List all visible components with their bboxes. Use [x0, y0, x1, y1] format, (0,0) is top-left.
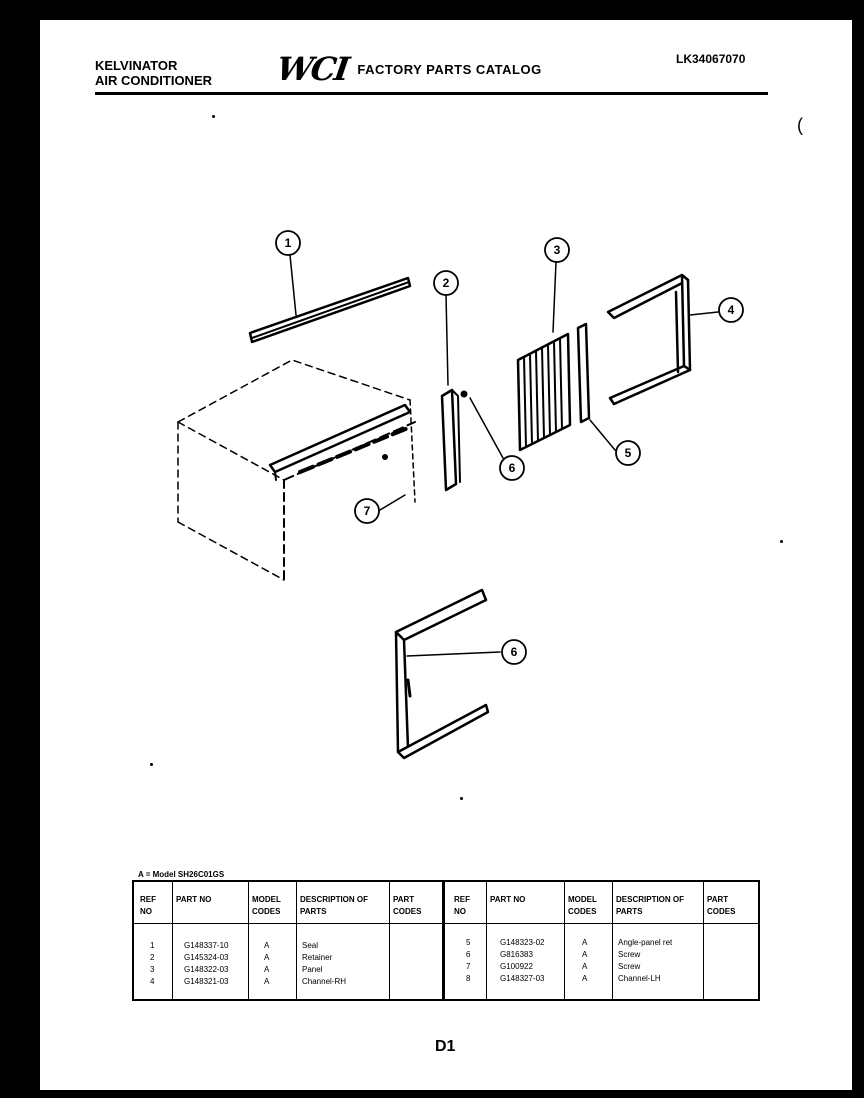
- table-col-divider: [486, 882, 487, 999]
- speck: [460, 797, 463, 800]
- cell-part: G148322-03: [184, 965, 229, 974]
- part-angle-panel-ret: [268, 403, 412, 481]
- cell-part: G816383: [500, 950, 533, 959]
- table-center-divider: [442, 882, 445, 999]
- header-ref-no: REF NO: [140, 895, 156, 916]
- header-part-codes: PART CODES: [393, 895, 422, 916]
- parts-table: REF NO PART NO MODEL CODES DESCRIPTION O…: [132, 880, 760, 1001]
- table-col-divider: [703, 882, 704, 999]
- part-panel: [516, 322, 591, 452]
- cell-model: A: [582, 974, 588, 983]
- callout-5: 5: [615, 440, 641, 466]
- cell-ref: 5: [466, 938, 471, 947]
- header-description: DESCRIPTION OF PARTS: [300, 895, 369, 916]
- cell-model: A: [582, 962, 588, 971]
- cell-model: A: [264, 977, 270, 986]
- callout-label: 3: [554, 243, 561, 257]
- catalog-title: FACTORY PARTS CATALOG: [357, 61, 542, 77]
- cell-ref: 1: [150, 941, 155, 950]
- table-col-divider: [296, 882, 297, 999]
- callout-label: 1: [285, 236, 292, 250]
- page-id: D1: [435, 1038, 456, 1055]
- cell-model: A: [264, 941, 270, 950]
- model-note: A = Model SH26C01GS: [138, 870, 225, 879]
- callout-leaders: [289, 254, 719, 657]
- callout-label: 6: [509, 461, 516, 475]
- cell-part: G148337-10: [184, 941, 229, 950]
- cell-desc: Screw: [618, 962, 641, 971]
- cell-part: G100922: [500, 962, 533, 971]
- table-col-divider: [248, 882, 249, 999]
- part-channel-lh: [394, 588, 490, 760]
- header-model-codes: MODEL CODES: [252, 895, 281, 916]
- cell-desc: Channel-LH: [618, 974, 661, 983]
- callout-label: 4: [728, 303, 735, 317]
- cell-ref: 6: [466, 950, 471, 959]
- speck: [150, 763, 153, 766]
- part-channel-rh: [606, 273, 692, 406]
- model-number: LK34067070: [676, 52, 746, 66]
- callout-6: 6: [499, 455, 525, 481]
- brand-block: KELVINATOR AIR CONDITIONER: [95, 58, 212, 88]
- cell-ref: 3: [150, 965, 155, 974]
- callout-label: 5: [625, 446, 632, 460]
- header-part-codes: PART CODES: [707, 895, 736, 916]
- cell-desc: Channel-RH: [302, 977, 347, 986]
- table-col-divider: [389, 882, 390, 999]
- header-description: DESCRIPTION OF PARTS: [616, 895, 685, 916]
- cell-model: A: [582, 938, 588, 947]
- part-retainer: [440, 388, 468, 492]
- cell-desc: Seal: [302, 941, 319, 950]
- cell-part: G148323-02: [500, 938, 545, 947]
- part-seal: [248, 276, 412, 344]
- table-col-divider: [172, 882, 173, 999]
- cell-ref: 7: [466, 962, 471, 971]
- callout-1: 1: [275, 230, 301, 256]
- cell-model: A: [264, 965, 270, 974]
- margin-mark: (: [797, 115, 803, 135]
- cell-model: A: [264, 953, 270, 962]
- cell-part: G148327-03: [500, 974, 545, 983]
- callout-2: 2: [433, 270, 459, 296]
- table-header-rule: [134, 923, 758, 924]
- callout-label: 6: [511, 645, 518, 659]
- catalog-page: KELVINATOR AIR CONDITIONER WCI FACTORY P…: [40, 20, 852, 1090]
- callout-4: 4: [718, 297, 744, 323]
- cell-ref: 2: [150, 953, 155, 962]
- speck: [780, 540, 783, 543]
- speck: [212, 115, 215, 118]
- callout-7: 7: [354, 498, 380, 524]
- product-type: AIR CONDITIONER: [95, 73, 212, 88]
- cell-model: A: [582, 950, 588, 959]
- table-col-divider: [612, 882, 613, 999]
- header-model-codes: MODEL CODES: [568, 895, 597, 916]
- header-part-no: PART NO: [490, 895, 526, 904]
- cabinet-outline: [177, 359, 416, 581]
- header-part-no: PART NO: [176, 895, 212, 904]
- header-rule: [95, 92, 768, 95]
- callout-label: 7: [364, 504, 371, 518]
- cell-ref: 4: [150, 977, 155, 986]
- cell-desc: Retainer: [302, 953, 333, 962]
- cell-part: G148321-03: [184, 977, 229, 986]
- cell-ref: 8: [466, 974, 471, 983]
- brand-name: KELVINATOR: [95, 58, 178, 73]
- table-col-divider: [564, 882, 565, 999]
- header-ref-no: REF NO: [454, 895, 470, 916]
- cell-desc: Panel: [302, 965, 323, 974]
- callout-label: 2: [443, 276, 450, 290]
- callout-3: 3: [544, 237, 570, 263]
- cell-part: G145324-03: [184, 953, 229, 962]
- callout-8: 6: [501, 639, 527, 665]
- callout-group: 1 2 3 4 5 6 7 6: [275, 230, 744, 665]
- cell-desc: Angle-panel ret: [618, 938, 673, 947]
- cell-desc: Screw: [618, 950, 641, 959]
- logo-block: WCI FACTORY PARTS CATALOG: [274, 50, 542, 88]
